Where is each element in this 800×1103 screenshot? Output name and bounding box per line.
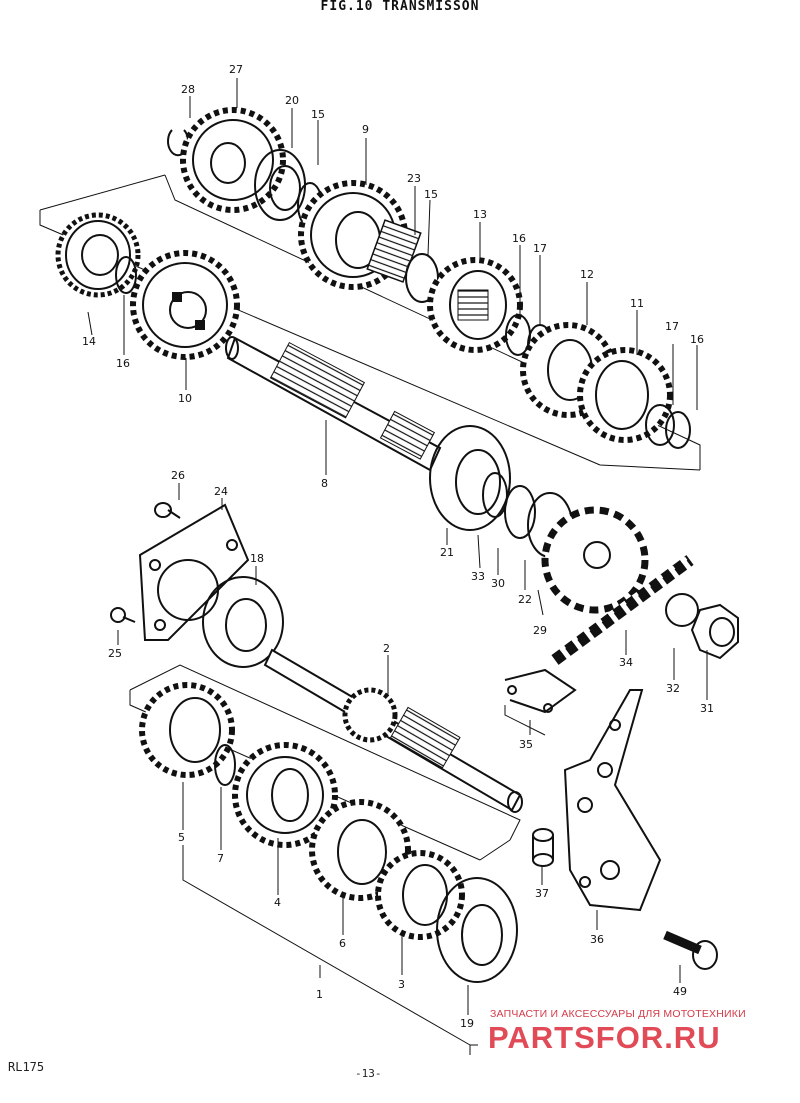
callout-16-right: 16 [690,333,704,346]
page-number: -13- [355,1067,382,1080]
callout-14: 14 [82,335,96,348]
oil-seal-18 [202,576,284,668]
gear-27 [180,107,286,213]
callout-8: 8 [321,477,328,490]
callout-3: 3 [398,978,405,991]
callout-10: 10 [178,392,192,405]
callout-22: 22 [518,593,532,606]
gear-4 [232,742,338,848]
callout-7: 7 [217,852,224,865]
gear-3 [375,850,465,940]
sprocket-29 [541,506,649,614]
callout-numbers: 27 28 20 15 9 23 15 13 16 17 12 11 17 16… [82,63,714,1030]
callout-26: 26 [171,469,185,482]
chain-guard-36 [563,689,662,912]
screw-26 [154,502,181,519]
oil-seal-30 [504,485,536,539]
gasket-24 [138,503,250,641]
mainshaft-2 [263,648,523,813]
callout-49: 49 [673,985,687,998]
callout-12: 12 [580,268,594,281]
figure-title: FIG.10 TRANSMISSON [320,0,480,14]
countershaft-8 [225,336,442,472]
bearing-21 [429,425,511,531]
callout-24: 24 [214,485,228,498]
callout-29: 29 [533,624,547,637]
callout-13: 13 [473,208,487,221]
washer-17-right [645,404,675,446]
callout-30: 30 [491,577,505,590]
callout-17-right: 17 [665,320,679,333]
drive-chain-segment [551,550,697,665]
callout-9: 9 [362,123,369,136]
callout-33: 33 [471,570,485,583]
circlip-7 [214,744,236,786]
callout-1: 1 [316,988,323,1001]
callout-25: 25 [108,647,122,660]
callout-2: 2 [383,642,390,655]
callout-6: 6 [339,937,346,950]
callout-5: 5 [178,831,185,844]
joint-35-bracket [504,705,546,736]
callout-34: 34 [619,656,633,669]
gear-10 [130,250,240,360]
callout-17-center: 17 [533,242,547,255]
callout-23: 23 [407,172,421,185]
leader-lines [87,78,708,1015]
nut-31 [690,603,739,660]
callout-16-center: 16 [512,232,526,245]
gear-5 [139,682,235,778]
gear-14 [55,212,141,298]
gear-11 [577,347,673,443]
callout-11: 11 [630,297,644,310]
callout-21: 21 [440,546,454,559]
chain-joint-35 [504,668,577,714]
callout-37: 37 [535,887,549,900]
callout-32: 32 [666,682,680,695]
watermark-logo: PARTSFOR.RU [488,1020,721,1055]
callout-28: 28 [181,83,195,96]
circlip-16-upper-left [115,256,137,294]
callout-19: 19 [460,1017,474,1030]
callout-35: 35 [519,738,533,751]
callout-4: 4 [274,896,281,909]
callout-36: 36 [590,933,604,946]
callout-15: 15 [311,108,325,121]
upper-group-outline [39,174,701,471]
callout-15-right: 15 [424,188,438,201]
callout-18: 18 [250,552,264,565]
callout-20: 20 [285,94,299,107]
washer-15-right [405,253,439,303]
spacer-37 [532,828,554,867]
circlip-28 [167,129,189,157]
circlip-16-right [665,411,691,449]
gear-13 [427,257,523,353]
lower-group-bracket [182,845,478,1055]
screw-25 [110,607,136,623]
ring-33 [482,472,508,518]
model-code: RL175 [8,1060,45,1074]
callout-31: 31 [700,702,714,715]
callout-27: 27 [229,63,243,76]
watermark-caption: ЗАПЧАСТИ И АКСЕССУАРЫ ДЛЯ МОТОТЕХНИКИ [490,1008,746,1020]
callout-16-left: 16 [116,357,130,370]
bolt-49 [663,930,718,970]
bearing-19 [436,877,518,983]
lock-washer-34 [665,593,699,627]
